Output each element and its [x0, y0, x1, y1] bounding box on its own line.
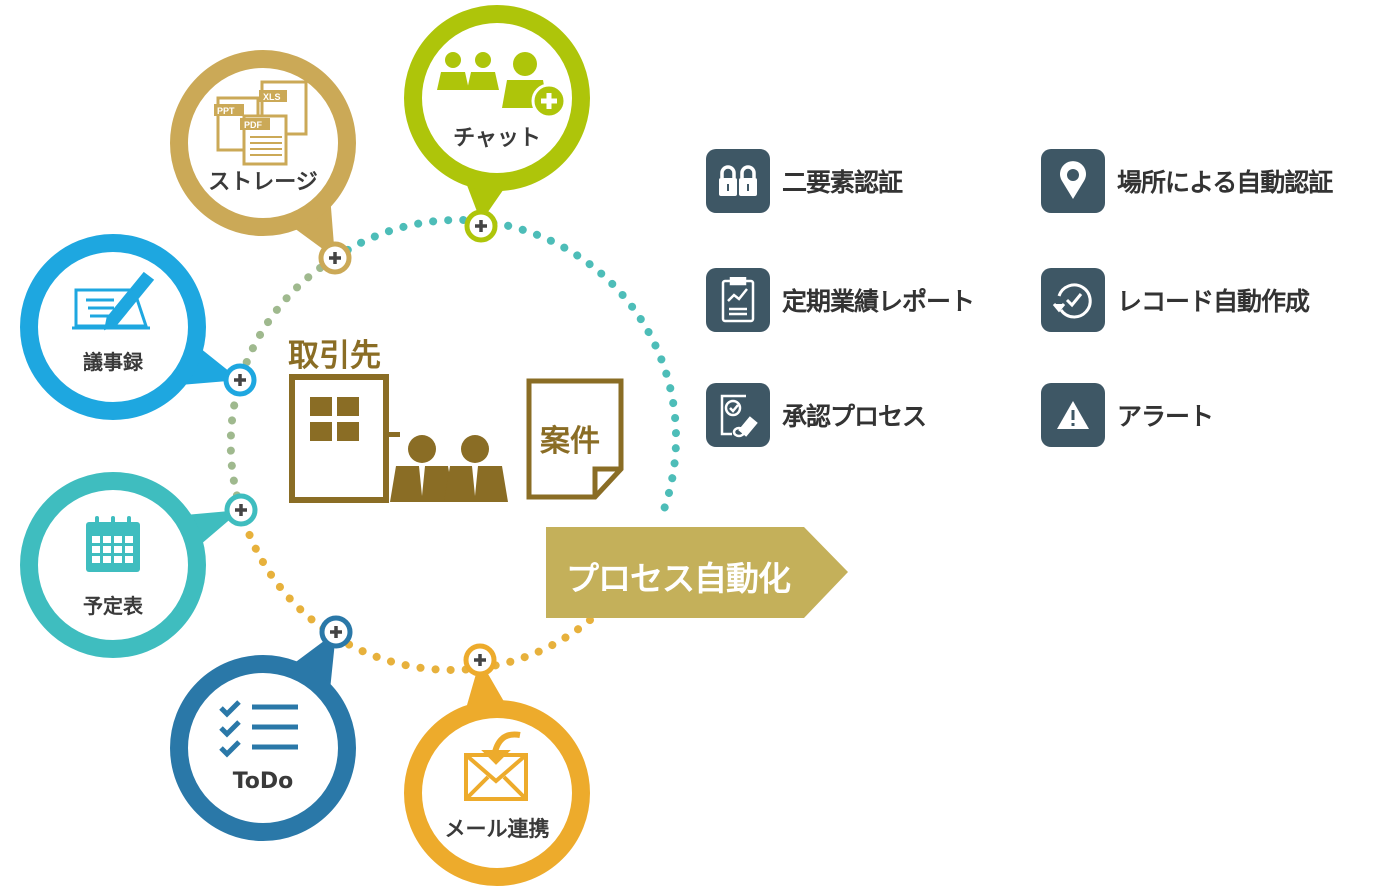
bubble-label-schedule: 予定表 [83, 594, 143, 618]
calendar-icon [86, 516, 140, 572]
building-icon [289, 374, 400, 503]
bubble-label-todo: ToDo [232, 769, 294, 794]
location-pin-icon [1041, 149, 1105, 213]
xls-tag: XLS [263, 92, 281, 102]
business-people-icon [390, 435, 508, 502]
feature-two-factor: 二要素認証 [706, 149, 903, 213]
hub-title: 取引先 [288, 338, 381, 374]
padlocks-icon [706, 149, 770, 213]
approval-stamp-icon [706, 383, 770, 447]
feature-approval: 承認プロセス [706, 383, 927, 447]
bubble-chat[interactable] [404, 5, 590, 222]
clock-refresh-icon [1041, 268, 1105, 332]
mail-icon [464, 731, 528, 801]
process-automation-banner [546, 527, 848, 618]
files-icon: XLS PPT PDF [214, 80, 308, 166]
bubble-label-mail: メール連携 [444, 817, 550, 841]
feature-label: アラート [1117, 402, 1214, 431]
warning-icon [1041, 383, 1105, 447]
feature-alert: アラート [1041, 383, 1214, 447]
banner-label: プロセス自動化 [566, 559, 791, 598]
feature-auto-record: レコード自動作成 [1041, 268, 1310, 332]
feature-label: 定期業績レポート [782, 287, 975, 316]
plus-markers [223, 209, 498, 677]
ring-segment-bottom [237, 506, 594, 674]
feature-location-auth: 場所による自動認証 [1041, 149, 1333, 213]
bubble-todo[interactable] [170, 632, 356, 841]
case-document-icon [526, 378, 624, 500]
feature-label: 場所による自動認証 [1117, 168, 1333, 197]
feature-periodic-report: 定期業績レポート [706, 268, 975, 332]
bubble-label-minutes: 議事録 [83, 350, 143, 374]
people-add-icon [437, 52, 567, 119]
checklist-icon [219, 700, 298, 758]
bubble-label-chat: チャット [453, 126, 541, 151]
plus-icons [234, 220, 487, 666]
ppt-tag: PPT [217, 106, 235, 116]
notebook-pen-icon [72, 271, 155, 331]
feature-label: 承認プロセス [782, 402, 927, 431]
clipboard-chart-icon [706, 268, 770, 332]
case-label: 案件 [540, 424, 600, 459]
feature-label: レコード自動作成 [1117, 287, 1310, 316]
pdf-tag: PDF [244, 120, 263, 130]
feature-label: 二要素認証 [782, 168, 903, 197]
bubble-label-storage: ストレージ [208, 170, 318, 195]
